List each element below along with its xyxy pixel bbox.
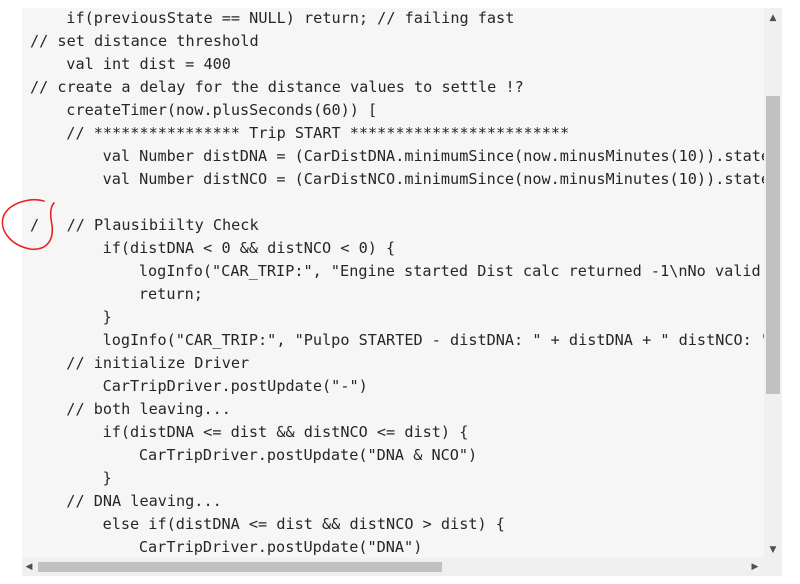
code-line: // DNA leaving... <box>66 492 222 510</box>
horizontal-scrollbar[interactable]: ◀ ▶ <box>22 558 764 576</box>
scroll-left-arrow-icon[interactable]: ◀ <box>25 562 33 572</box>
code-line: CarTripDriver.postUpdate("DNA & NCO") <box>138 446 478 464</box>
code-line: } <box>102 469 112 487</box>
vertical-scrollbar[interactable]: ▲ ▼ <box>764 8 782 558</box>
horizontal-scroll-thumb[interactable] <box>38 562 442 572</box>
code-line: // both leaving... <box>66 400 231 418</box>
code-line: // initialize Driver <box>66 354 250 372</box>
code-line: / // Plausibiilty Check <box>30 216 259 234</box>
scroll-down-arrow-icon[interactable]: ▼ <box>769 545 777 555</box>
code-view: if(previousState == NULL) return; // fai… <box>22 8 764 558</box>
code-line: // create a delay for the distance value… <box>30 78 524 96</box>
code-line: val int dist = 400 <box>66 55 231 73</box>
code-line: val Number distNCO = (CarDistNCO.minimum… <box>102 170 764 188</box>
code-line: // **************** Trip START *********… <box>66 124 570 142</box>
code-line: if(distDNA <= dist && distNCO <= dist) { <box>102 423 469 441</box>
code-line: CarTripDriver.postUpdate("-") <box>102 377 368 395</box>
code-block: if(previousState == NULL) return; // fai… <box>22 8 782 576</box>
code-line: else if(distDNA <= dist && distNCO > dis… <box>102 515 505 533</box>
code-line: val Number distDNA = (CarDistDNA.minimum… <box>102 147 764 165</box>
scroll-up-arrow-icon[interactable]: ▲ <box>769 13 777 23</box>
code-line: logInfo("CAR_TRIP:", "Pulpo STARTED - di… <box>102 331 764 349</box>
scroll-right-arrow-icon[interactable]: ▶ <box>751 562 759 572</box>
code-line: // set distance threshold <box>30 32 259 50</box>
code-line: if(distDNA < 0 && distNCO < 0) { <box>102 239 396 257</box>
code-line: } <box>102 308 112 326</box>
code-line: if(previousState == NULL) return; // fai… <box>66 9 515 27</box>
scrollbar-corner <box>764 558 782 576</box>
code-line: createTimer(now.plusSeconds(60)) [ <box>66 101 378 119</box>
code-line: return; <box>138 285 203 303</box>
code-line: CarTripDriver.postUpdate("DNA") <box>138 538 423 556</box>
code-line: logInfo("CAR_TRIP:", "Engine started Dis… <box>138 262 761 280</box>
vertical-scroll-thumb[interactable] <box>766 96 780 394</box>
